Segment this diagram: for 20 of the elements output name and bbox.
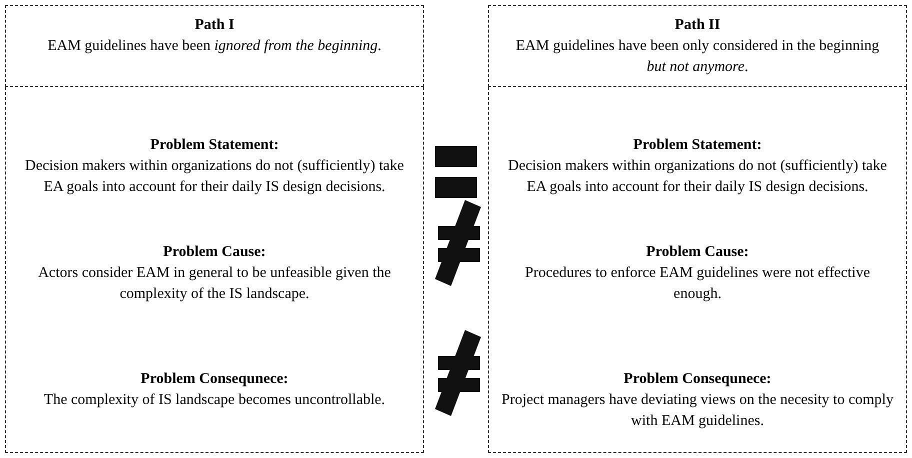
section-heading: Problem Consequnece:	[624, 370, 772, 389]
section-text: Decision makers within organizations do not (sufficiently) take EA goals into account for their daily IS design decisions.	[24, 157, 405, 197]
section-heading: Problem Consequnece:	[140, 370, 288, 389]
section-text: Procedures to enforce EAM guidelines were not effective enough.	[524, 264, 871, 304]
header-box	[5, 5, 424, 87]
section-text: Project managers have deviating views on the necesity to comply with EAM guidelines.	[501, 391, 894, 431]
section-heading: Problem Statement:	[633, 136, 762, 155]
header-box	[488, 5, 907, 87]
problem-panel	[488, 87, 907, 453]
section-heading: Problem Statement:	[150, 136, 279, 155]
section-heading: Problem Cause:	[646, 243, 749, 262]
section-heading: Problem Cause:	[163, 243, 266, 262]
path-description: EAM guidelines have been only considered in the beginning but not anymore.	[514, 37, 880, 77]
path-description: EAM guidelines have been ignored from the beginning.	[48, 37, 382, 56]
section-text: Decision makers within organizations do not (sufficiently) take EA goals into account for their daily IS design decisions.	[507, 157, 888, 197]
path-title: Path II	[674, 16, 720, 35]
problem-panel	[5, 87, 424, 453]
path-title: Path I	[194, 16, 234, 35]
section-text: Actors consider EAM in general to be unfeasible given the complexity of the IS landscape.	[37, 264, 392, 304]
section-text: The complexity of IS landscape becomes uncontrollable.	[44, 391, 386, 410]
